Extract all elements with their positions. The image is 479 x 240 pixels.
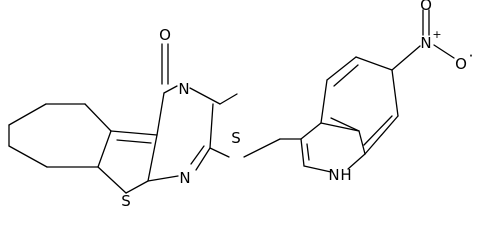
molecule-structure: O N S N S N H N + O O ·: [8, 0, 473, 206]
sulfur-thioether: S: [231, 129, 241, 147]
sulfur-thiophene: S: [121, 192, 131, 206]
nitrogen-nitro: N: [420, 34, 431, 52]
oxygen-carbonyl: O: [159, 26, 171, 44]
nitro-plus-charge: +: [432, 28, 441, 41]
hydrogen-indole: H: [340, 166, 351, 184]
bond-lines: [8, 9, 455, 194]
oxygen-nitro-top: O: [420, 0, 432, 14]
nitrogen-n3: N: [178, 80, 189, 98]
nitrogen-n1: N: [179, 169, 190, 187]
nitrogen-indole: N: [328, 166, 339, 184]
oxygen-nitro-minus: O: [455, 55, 467, 73]
atom-labels: O N S N S N H N + O O ·: [121, 0, 473, 206]
oxygen-nitro-radical-dot: ·: [469, 47, 474, 65]
